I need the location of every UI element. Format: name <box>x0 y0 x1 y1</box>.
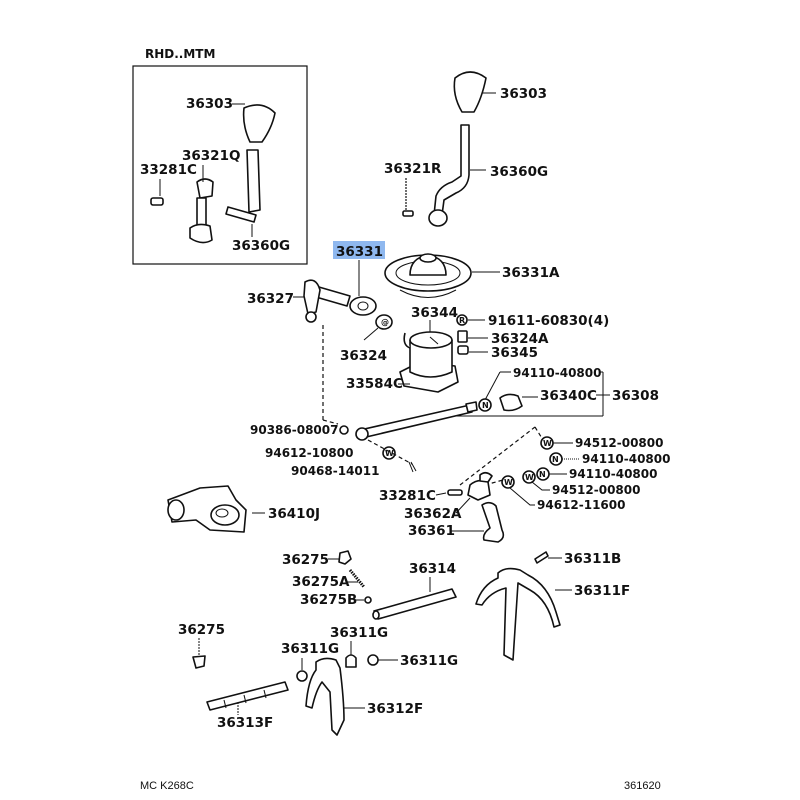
label-94512-00800-a[interactable]: 94512-00800 <box>575 436 663 450</box>
part-36331: 36331 <box>333 241 385 316</box>
label-94612-10800[interactable]: 94612-10800 <box>265 446 353 460</box>
inset-lever-drawing <box>246 149 261 213</box>
label-36275B[interactable]: 36275B <box>300 592 357 608</box>
label-36360G[interactable]: 36360G <box>490 164 548 180</box>
label-94512-00800-b[interactable]: 94512-00800 <box>552 483 640 497</box>
w-symbol: W <box>504 478 513 487</box>
part-36324: @ 36324 <box>340 314 393 364</box>
label-36362A[interactable]: 36362A <box>404 506 462 522</box>
label-36321R[interactable]: 36321R <box>384 161 442 177</box>
label-33281C[interactable]: 33281C <box>379 488 436 504</box>
label-36312F[interactable]: 36312F <box>367 701 423 717</box>
label-36324[interactable]: 36324 <box>340 348 387 364</box>
parts-36275-36314: 36275 36275A 36275B 36314 <box>282 550 457 620</box>
w-symbol: W <box>525 473 534 482</box>
label-36275A[interactable]: 36275A <box>292 574 350 590</box>
footer-right-code: 361620 <box>624 780 661 792</box>
inset-label-36360G[interactable]: 36360G <box>232 238 290 254</box>
hardware-lower-right: W 94512-00800 N 94110-40800 N 94110-4080… <box>379 426 670 543</box>
label-36340C[interactable]: 36340C <box>540 388 597 404</box>
n-symbol: N <box>482 401 489 410</box>
label-36311F[interactable]: 36311F <box>574 583 630 599</box>
label-90386-08007[interactable]: 90386-08007 <box>250 423 338 437</box>
footer-left-code: MC K268C <box>140 780 194 792</box>
inset-label-36321Q[interactable]: 36321Q <box>182 148 240 164</box>
w-symbol: W <box>543 439 552 448</box>
w-symbol: W <box>385 449 394 458</box>
inset-rhd-mtm: RHD..MTM 36303 36321Q 33281C 36360G <box>132 47 308 265</box>
label-36314[interactable]: 36314 <box>409 561 456 577</box>
label-94110-40800-b[interactable]: 94110-40800 <box>582 452 670 466</box>
label-36311G-c[interactable]: 36311G <box>400 653 458 669</box>
label-36345[interactable]: 36345 <box>491 345 538 361</box>
highlight-box <box>333 241 385 259</box>
label-36327[interactable]: 36327 <box>247 291 294 307</box>
inset-title: RHD..MTM <box>145 47 215 61</box>
label-36311G-a[interactable]: 36311G <box>281 641 339 657</box>
part-36344: 36344 33584C <box>346 305 459 393</box>
label-36324A[interactable]: 36324A <box>491 331 549 347</box>
label-91611-60830[interactable]: 91611-60830(4) <box>488 313 609 329</box>
label-36303[interactable]: 36303 <box>500 86 547 102</box>
label-94612-11600[interactable]: 94612-11600 <box>537 498 625 512</box>
label-94110-40800-a[interactable]: 94110-40800 <box>513 366 601 380</box>
parts-bottom-group: 36275 36313F 36311G 36311G 36311G 36312F <box>178 622 458 736</box>
label-36344[interactable]: 36344 <box>411 305 458 321</box>
label-36331[interactable]: 36331 <box>336 244 383 260</box>
label-94110-40800-c[interactable]: 94110-40800 <box>569 467 657 481</box>
shift-lever-assembly: 36303 36360G 36321R <box>384 71 548 227</box>
part-36308-group: 94110-40800 N 36340C 36308 <box>455 366 659 417</box>
n-symbol: N <box>552 455 559 464</box>
inset-knob-drawing <box>242 104 276 143</box>
shift-knob-drawing <box>453 71 487 113</box>
shift-rod: 90386-08007 94612-10800 W 90468-14011 <box>250 401 478 478</box>
label-36308[interactable]: 36308 <box>612 388 659 404</box>
part-36331A: 36331A <box>384 253 560 298</box>
label-36410J[interactable]: 36410J <box>268 506 320 522</box>
label-36275-a[interactable]: 36275 <box>282 552 329 568</box>
label-33584C[interactable]: 33584C <box>346 376 403 392</box>
label-90468-14011[interactable]: 90468-14011 <box>291 464 379 478</box>
label-36331A[interactable]: 36331A <box>502 265 560 281</box>
inset-label-33281C[interactable]: 33281C <box>140 162 197 178</box>
r-symbol: R <box>459 316 465 325</box>
label-36361[interactable]: 36361 <box>408 523 455 539</box>
label-36275-b[interactable]: 36275 <box>178 622 225 638</box>
n-symbol: N <box>539 470 546 479</box>
part-36327: 36327 <box>247 279 351 425</box>
inset-label-36303[interactable]: 36303 <box>186 96 233 112</box>
svg-text:@: @ <box>381 318 389 327</box>
part-36410J: 36410J <box>167 485 320 533</box>
inset-frame <box>132 65 308 265</box>
label-36313F[interactable]: 36313F <box>217 715 273 731</box>
parts-36311B-36311F: 36311B 36311F <box>475 551 630 661</box>
label-36311B[interactable]: 36311B <box>564 551 621 567</box>
label-36311G-b[interactable]: 36311G <box>330 625 388 641</box>
hardware-right: R 91611-60830(4) 36324A 36345 <box>456 313 609 361</box>
